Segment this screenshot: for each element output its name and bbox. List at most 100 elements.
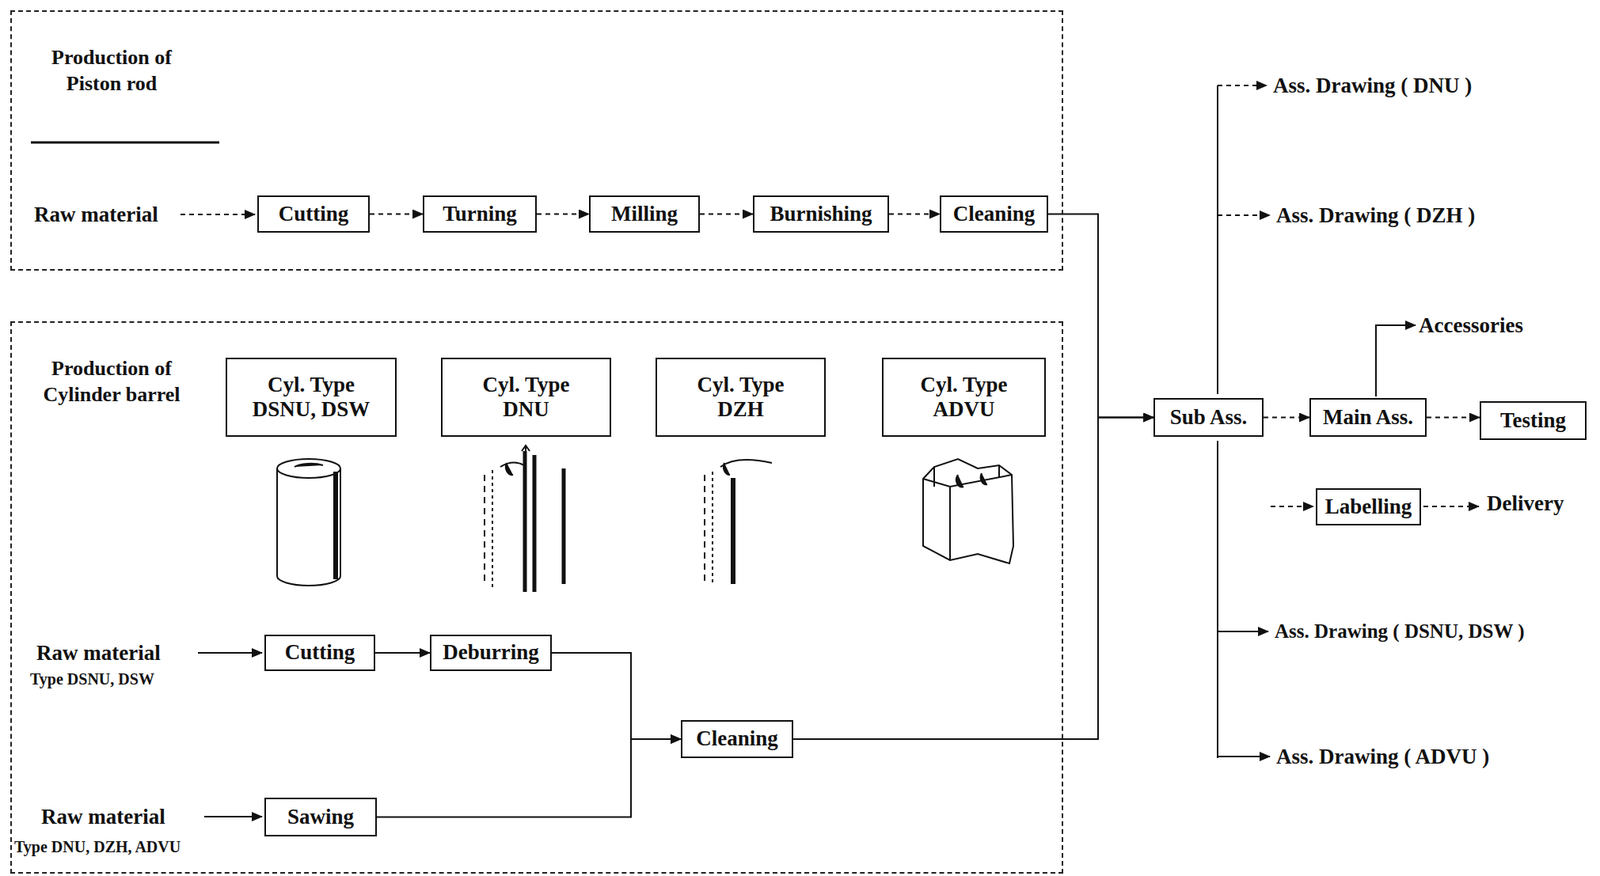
box-label: Testing	[1500, 408, 1566, 434]
process-box: Main Ass.	[1309, 398, 1427, 438]
drawing-stroke	[980, 473, 988, 485]
text-label: Accessories	[1418, 312, 1524, 339]
drawing-stroke	[204, 816, 263, 818]
drawing-stroke	[1270, 505, 1314, 508]
box-label: Main Ass.	[1322, 405, 1414, 430]
drawing-stroke	[723, 463, 730, 476]
process-box: Cyl. Type DSNU, DSW	[225, 357, 397, 438]
box-label: Cyl. Type ADVU	[894, 372, 1034, 422]
drawing-stroke	[1423, 505, 1479, 508]
drawing-stroke	[1217, 84, 1267, 87]
flow-arrow	[536, 213, 590, 216]
flow-arrow	[793, 418, 1154, 741]
drawing-stroke	[956, 475, 964, 487]
text-label: Ass. Drawing ( ADVU )	[1276, 744, 1490, 770]
process-box: Turning	[422, 195, 537, 233]
process-box: Cyl. Type DNU	[440, 357, 612, 438]
process-box: Burnishing	[752, 195, 890, 233]
drawing-stroke	[1217, 214, 1270, 217]
drawing-stroke	[934, 465, 1000, 487]
drawing-stroke	[521, 445, 530, 464]
text-label: Type DSNU, DSW	[30, 669, 155, 689]
process-region: Production of Cylinder barrel Cyl. Type D…	[10, 321, 1064, 875]
drawing-stroke	[277, 459, 341, 479]
box-label: Cyl. Type DSNU, DSW	[242, 372, 381, 422]
drawing-stroke	[923, 475, 1012, 561]
region-title: Production of Piston rod	[32, 45, 191, 97]
process-box: Cyl. Type DZH	[655, 357, 826, 438]
process-box: Cutting	[257, 195, 370, 233]
drawing-stroke	[180, 213, 255, 216]
drawing-stroke	[277, 459, 341, 586]
text-label: Raw material	[36, 640, 161, 666]
flow-arrow	[1048, 214, 1154, 419]
process-box: Cutting	[264, 634, 376, 672]
region-title: Production of Cylinder barrel	[32, 356, 191, 408]
process-box: Cleaning	[939, 195, 1049, 233]
drawing-stroke	[562, 468, 567, 585]
drawing-stroke	[30, 141, 220, 145]
drawing-stroke	[1216, 440, 1219, 759]
box-label: Cutting	[278, 201, 350, 227]
drawing-stroke	[923, 459, 1014, 564]
text-label: Raw material	[41, 804, 166, 830]
process-box: Cyl. Type ADVU	[881, 357, 1046, 438]
box-label: Burnishing	[769, 201, 872, 227]
text-label: Ass. Drawing ( DZH )	[1276, 202, 1475, 229]
flow-arrow	[369, 213, 423, 216]
box-label: Sawing	[287, 805, 354, 830]
box-label: Cyl. Type DZH	[671, 372, 810, 422]
flow-arrow	[376, 739, 681, 818]
process-box: Cleaning	[680, 720, 794, 759]
drawing-stroke	[333, 471, 339, 580]
drawing-stroke	[532, 455, 537, 593]
flow-arrow	[1426, 417, 1480, 419]
box-label: Deburring	[442, 640, 540, 666]
flow-arrow	[551, 653, 681, 740]
box-label: Cleaning	[953, 201, 1036, 227]
drawing-stroke	[500, 462, 525, 468]
drawing-stroke	[1216, 85, 1219, 395]
process-box: Sub Ass.	[1153, 398, 1264, 438]
box-label: Labelling	[1325, 494, 1413, 520]
box-label: Cutting	[285, 640, 356, 666]
drawing-stroke	[703, 475, 706, 582]
flow-arrow	[1263, 417, 1310, 419]
process-box: Deburring	[429, 634, 552, 672]
text-label: Raw material	[34, 201, 159, 228]
box-label: Turning	[442, 201, 517, 227]
box-label: Cleaning	[695, 726, 779, 752]
text-label: Ass. Drawing ( DSNU, DSW )	[1274, 619, 1525, 644]
drawing-stroke	[711, 471, 714, 586]
process-box: Labelling	[1315, 488, 1422, 526]
flow-arrow	[889, 213, 940, 216]
flow-arrow	[699, 213, 753, 216]
drawing-stroke	[1217, 630, 1269, 633]
text-label: Delivery	[1486, 490, 1564, 517]
drawing-stroke	[505, 463, 514, 476]
drawing-stroke	[491, 470, 494, 590]
drawing-stroke	[294, 463, 324, 468]
drawing-stroke	[484, 445, 1014, 593]
flow-arrow	[375, 652, 430, 654]
drawing-stroke	[1375, 325, 1416, 397]
drawing-stroke	[483, 475, 486, 586]
box-label: Sub Ass.	[1170, 405, 1248, 430]
drawing-stroke	[730, 478, 736, 585]
drawing-stroke	[720, 459, 772, 468]
drawing-stroke	[1217, 756, 1270, 758]
process-box: Sawing	[264, 798, 377, 837]
drawing-stroke	[197, 652, 263, 654]
drawing-stroke	[277, 468, 341, 586]
box-label: Milling	[611, 201, 678, 227]
process-region: Production of Piston rodCutting Turning Mi…	[10, 10, 1064, 271]
box-label: Cyl. Type DNU	[456, 372, 596, 422]
text-label: Ass. Drawing ( DNU )	[1273, 72, 1472, 99]
drawing-stroke	[523, 451, 528, 593]
process-box: Milling	[589, 195, 700, 233]
process-box: Testing	[1479, 401, 1587, 441]
text-label: Type DNU, DZH, ADVU	[14, 837, 181, 857]
